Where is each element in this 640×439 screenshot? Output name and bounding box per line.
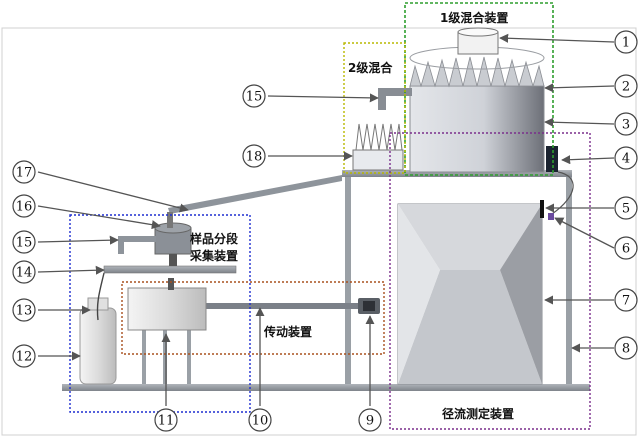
- support-leg-right: [566, 176, 572, 384]
- callout-1: 1: [614, 30, 638, 54]
- rotating-disc: [103, 265, 237, 274]
- svg-text:10: 10: [252, 414, 269, 429]
- svg-text:17: 17: [16, 166, 33, 181]
- label-mix2: 2级混合: [348, 60, 393, 75]
- callout-group: 1 2 3 4 5 6 7 8 9 10 11 12 13 14 15 15 1…: [12, 30, 638, 432]
- cable: [551, 171, 574, 215]
- outlet-pipe-h: [378, 88, 412, 96]
- callout-5: 5: [614, 196, 638, 220]
- callout-11: 11: [154, 408, 178, 432]
- callout-10: 10: [248, 408, 272, 432]
- box-mix2: [343, 42, 406, 174]
- callout-7: 7: [614, 288, 638, 312]
- leg-11a: [142, 330, 146, 384]
- top-platform: [342, 170, 572, 177]
- svg-text:8: 8: [622, 342, 630, 357]
- callout-2: 2: [614, 74, 638, 98]
- svg-text:16: 16: [16, 200, 33, 215]
- label-sampler-2: 采集装置: [189, 248, 238, 263]
- label-runoff: 径流测定装置: [442, 406, 514, 421]
- callout-15-upper: 15: [242, 84, 266, 108]
- svg-text:7: 7: [622, 294, 630, 309]
- outlet-pipe-v: [378, 88, 386, 110]
- box-runoff: [389, 132, 591, 430]
- outlet-pipe-lower: [118, 236, 156, 242]
- callout-16: 16: [12, 194, 36, 218]
- callout-17: 17: [12, 160, 36, 184]
- svg-text:15: 15: [246, 90, 263, 105]
- svg-text:2: 2: [622, 80, 630, 95]
- svg-text:6: 6: [622, 242, 630, 257]
- sensor-block: [546, 146, 558, 172]
- outer-frame: [1, 27, 637, 436]
- box-transmission: [121, 281, 385, 355]
- leg-11c: [187, 330, 191, 384]
- label-transmission: 传动装置: [263, 324, 312, 339]
- inclined-pipe: [168, 175, 342, 214]
- secondary-basin: [352, 149, 404, 171]
- box-sampler: [69, 214, 251, 413]
- callout-14: 14: [12, 260, 36, 284]
- base-bar: [62, 384, 590, 391]
- callout-4: 4: [614, 146, 638, 170]
- probe: [548, 213, 554, 220]
- drive-shaft: [206, 303, 358, 309]
- callout-12: 12: [12, 344, 36, 368]
- level-marker: [540, 200, 544, 218]
- svg-text:9: 9: [366, 414, 374, 429]
- callout-13: 13: [12, 298, 36, 322]
- svg-text:12: 12: [16, 350, 33, 365]
- svg-text:4: 4: [622, 152, 630, 167]
- svg-text:5: 5: [622, 202, 630, 217]
- callout-3: 3: [614, 112, 638, 136]
- callout-18: 18: [242, 144, 266, 168]
- gearbox: [127, 287, 207, 331]
- svg-text:1: 1: [622, 36, 630, 51]
- callout-6: 6: [614, 236, 638, 260]
- svg-text:11: 11: [158, 414, 175, 429]
- svg-text:15: 15: [16, 236, 33, 251]
- svg-text:14: 14: [16, 266, 33, 281]
- svg-text:18: 18: [246, 150, 263, 165]
- callout-15-lower: 15: [12, 230, 36, 254]
- support-leg-left: [345, 176, 351, 384]
- callout-9: 9: [358, 408, 382, 432]
- tank-spikes: [409, 56, 545, 88]
- label-mix1: 1级混合装置: [440, 10, 508, 25]
- leg-11b: [163, 330, 167, 384]
- svg-text:3: 3: [622, 118, 630, 133]
- mixing-tank: [409, 85, 545, 173]
- tube: [96, 272, 105, 321]
- callout-8: 8: [614, 336, 638, 360]
- svg-text:13: 13: [16, 304, 33, 319]
- label-sampler-1: 样品分段: [190, 231, 239, 246]
